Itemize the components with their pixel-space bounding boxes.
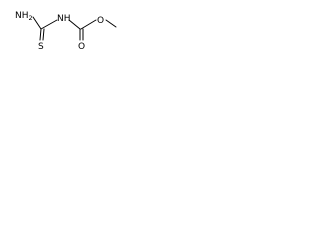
chemical-structure: NH2 S NH O O xyxy=(15,11,117,52)
atom-carbonyl-oxygen: O xyxy=(78,42,85,52)
atom-imine: NH xyxy=(57,14,71,24)
bonds xyxy=(32,16,117,41)
atom-labels: NH2 S NH O O xyxy=(15,11,104,52)
bond-imine-carbonyl xyxy=(68,19,81,30)
atom-ester-oxygen: O xyxy=(97,16,104,26)
bond-amine-carbon xyxy=(32,16,42,30)
bond-carbon-sulfur-b xyxy=(42,28,45,41)
bond-carbonyl-ester-oxygen xyxy=(80,19,97,30)
bond-ester-oxygen-methyl xyxy=(105,19,117,28)
atom-amine: NH2 xyxy=(15,11,33,22)
bond-carbon-imine xyxy=(40,19,58,30)
bond-carbon-sulfur-a xyxy=(39,28,42,41)
atom-sulfur: S xyxy=(38,42,44,52)
